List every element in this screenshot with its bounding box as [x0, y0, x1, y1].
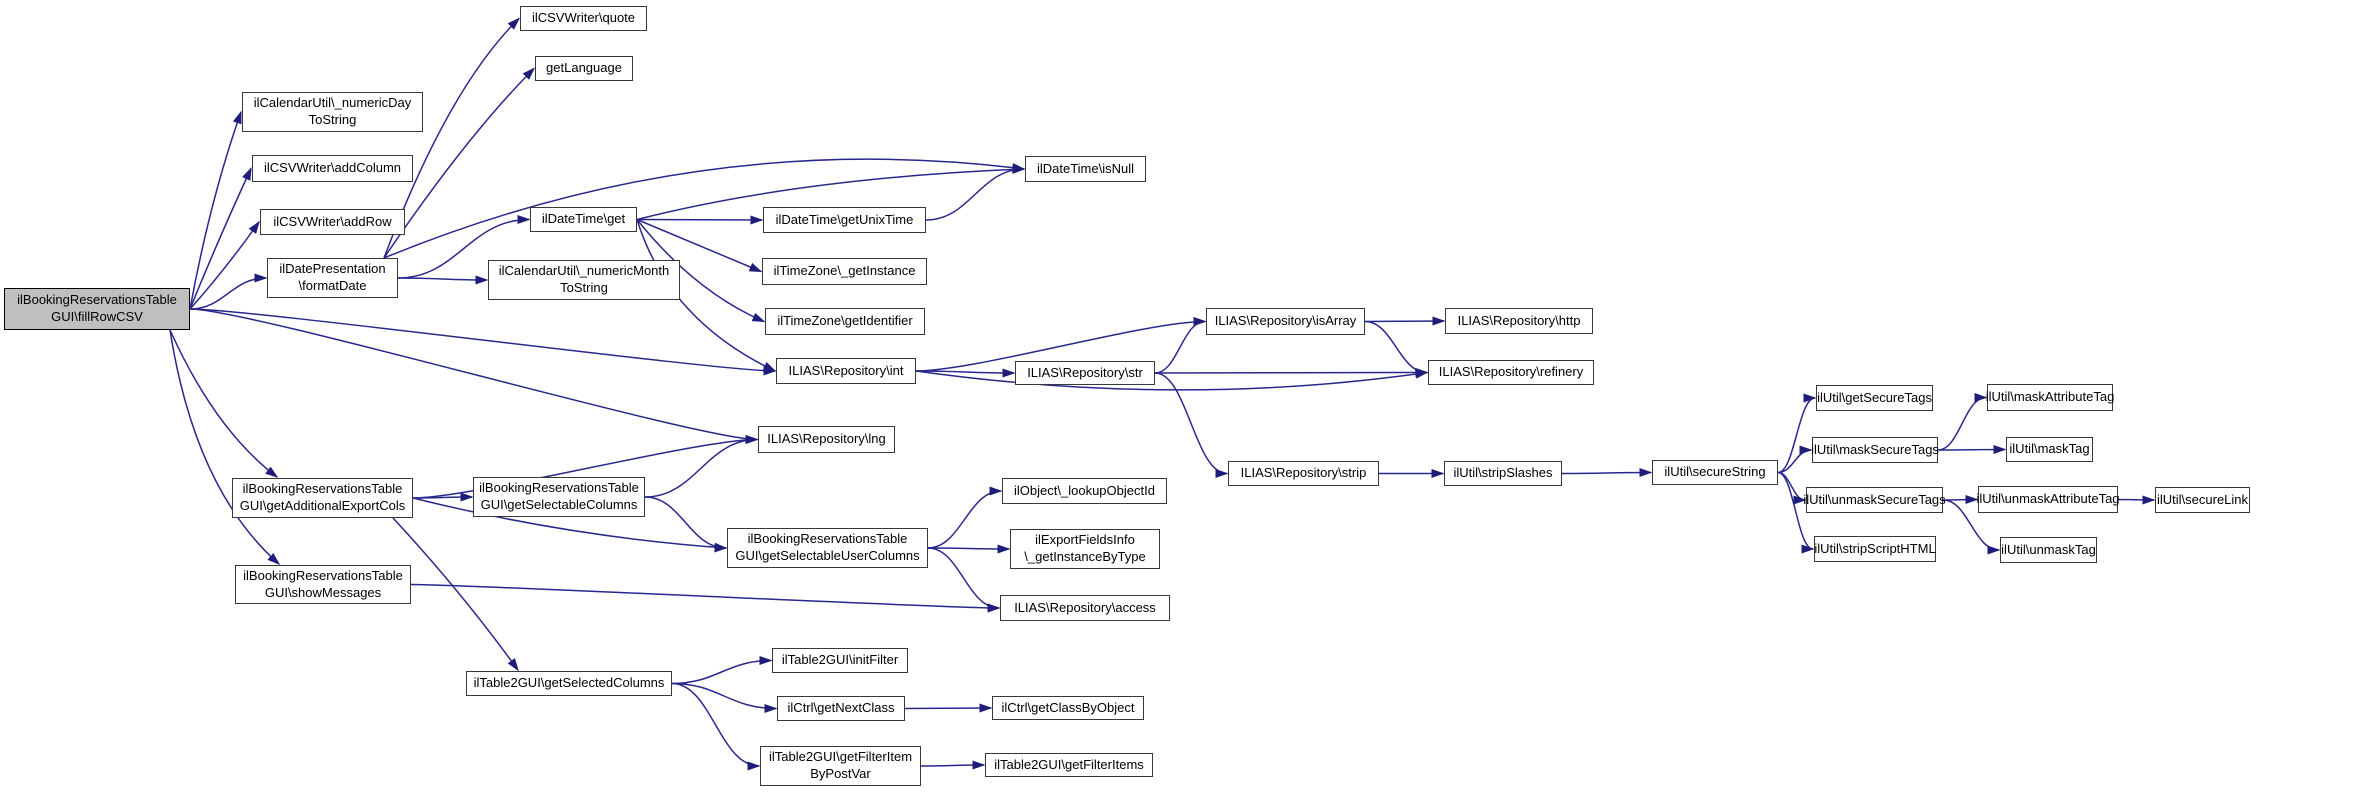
- node-initFilter[interactable]: ilTable2GUI\initFilter: [772, 648, 908, 673]
- node-refinery[interactable]: ILIAS\Repository\refinery: [1428, 360, 1594, 385]
- edge-getNextClass-to-getClassByObject: [904, 703, 993, 713]
- node-str[interactable]: ILIAS\Repository\str: [1015, 361, 1155, 385]
- edge-fillRowCSV-to-numericDayToString: [189, 110, 242, 310]
- edge-isArray-to-refinery: [1364, 320, 1429, 377]
- node-numericDayToString[interactable]: ilCalendarUtil\_numericDay ToString: [242, 92, 423, 132]
- node-getUnixTime[interactable]: ilDateTime\getUnixTime: [763, 207, 926, 233]
- node-int[interactable]: ILIAS\Repository\int: [776, 358, 916, 384]
- node-maskTag[interactable]: ilUtil\maskTag: [2006, 437, 2093, 462]
- edge-getAdditionalExportCols-to-lng: [412, 435, 759, 499]
- node-getFilterItems[interactable]: ilTable2GUI\getFilterItems: [985, 753, 1153, 777]
- edge-str-to-refinery: [1154, 368, 1429, 378]
- edge-int-to-isArray: [915, 317, 1207, 372]
- edge-stripSlashes-to-secureString: [1561, 468, 1653, 478]
- edge-unmaskSecureTags-to-unmaskAttributeTag: [1942, 495, 1979, 505]
- node-unmaskSecureTags[interactable]: ilUtil\unmaskSecureTags: [1803, 487, 1946, 513]
- node-addRow[interactable]: ilCSVWriter\addRow: [260, 209, 405, 235]
- edge-formatDate-to-isNull: [383, 158, 1026, 259]
- edge-unmaskSecureTags-to-unmaskTag: [1942, 499, 2001, 555]
- node-getIdentifier[interactable]: ilTimeZone\getIdentifier: [765, 308, 925, 335]
- node-get[interactable]: ilDateTime\get: [530, 207, 637, 232]
- node-secureString[interactable]: ilUtil\secureString: [1652, 460, 1778, 485]
- edge-unmaskAttributeTag-to-secureLink: [2117, 495, 2156, 505]
- edge-secureString-to-getSecureTags: [1777, 393, 1817, 474]
- edge-getSelectedColumns-to-getNextClass: [671, 682, 778, 713]
- edge-get-to-int: [636, 219, 777, 372]
- node-maskAttributeTag[interactable]: ilUtil\maskAttributeTag: [1986, 384, 2114, 411]
- node-unmaskTag[interactable]: ilUtil\unmaskTag: [2000, 537, 2097, 563]
- node-quote[interactable]: ilCSVWriter\quote: [520, 6, 647, 31]
- edge-isArray-to-http: [1364, 316, 1446, 326]
- node-isArray[interactable]: ILIAS\Repository\isArray: [1206, 308, 1365, 335]
- node-getClassByObject[interactable]: ilCtrl\getClassByObject: [992, 696, 1144, 720]
- edge-get-to-isNull: [636, 164, 1026, 221]
- edge-showMessages-to-access: [410, 583, 1001, 613]
- edge-fillRowCSV-to-showMessages: [169, 329, 281, 565]
- edge-getUnixTime-to-isNull: [925, 164, 1026, 221]
- edge-formatDate-to-get: [397, 215, 531, 279]
- node-getSelectableUserColumns[interactable]: ilBookingReservationsTable GUI\getSelect…: [727, 528, 928, 568]
- edge-fillRowCSV-to-addRow: [189, 220, 260, 310]
- edge-getSelectableColumns-to-lng: [644, 435, 759, 498]
- edge-fillRowCSV-to-int: [189, 308, 777, 376]
- node-lookupObjectId[interactable]: ilObject\_lookupObjectId: [1002, 478, 1167, 504]
- edge-get-to-getUnixTime: [636, 215, 764, 225]
- edge-getSelectedColumns-to-getFilterItemByPostVar: [671, 682, 761, 771]
- node-stripSlashes[interactable]: ilUtil\stripSlashes: [1444, 461, 1562, 486]
- edge-get-to-getInstance: [636, 218, 763, 273]
- node-getNextClass[interactable]: ilCtrl\getNextClass: [777, 696, 905, 721]
- edge-getAdditionalExportCols-to-getSelectableUserColumns: [412, 497, 728, 552]
- edge-fillRowCSV-to-addColumn: [189, 167, 252, 310]
- edge-secureString-to-stripScriptHTML: [1777, 471, 1815, 554]
- edge-secureString-to-maskSecureTags: [1777, 445, 1813, 474]
- node-getLanguage[interactable]: getLanguage: [535, 56, 633, 81]
- edge-int-to-refinery: [915, 369, 1429, 391]
- node-maskSecureTags[interactable]: ilUtil\maskSecureTags: [1811, 437, 1939, 463]
- edge-str-to-isArray: [1154, 317, 1207, 374]
- node-unmaskAttributeTag[interactable]: ilUtil\unmaskAttributeTag: [1976, 486, 2120, 513]
- node-getInstance[interactable]: ilTimeZone\_getInstance: [762, 258, 927, 285]
- node-stripScriptHTML[interactable]: ilUtil\stripScriptHTML: [1814, 536, 1936, 562]
- edge-formatDate-to-numericMonthToString: [397, 275, 489, 285]
- edge-getAdditionalExportCols-to-getSelectedColumns: [392, 517, 519, 672]
- edge-fillRowCSV-to-lng: [189, 308, 759, 444]
- edge-maskSecureTags-to-maskAttributeTag: [1937, 393, 1988, 451]
- edge-getSelectableUserColumns-to-getInstanceByType: [927, 544, 1011, 554]
- node-getSelectableColumns[interactable]: ilBookingReservationsTable GUI\getSelect…: [473, 477, 645, 517]
- node-lng[interactable]: ILIAS\Repository\lng: [758, 426, 895, 453]
- node-http[interactable]: ILIAS\Repository\http: [1445, 308, 1593, 334]
- edge-get-to-getIdentifier: [636, 219, 766, 323]
- edge-fillRowCSV-to-formatDate: [189, 273, 268, 310]
- node-getFilterItemByPostVar[interactable]: ilTable2GUI\getFilterItem ByPostVar: [760, 746, 921, 786]
- node-getInstanceByType[interactable]: ilExportFieldsInfo \_getInstanceByType: [1010, 529, 1160, 569]
- edge-getSelectedColumns-to-initFilter: [671, 656, 773, 685]
- edge-getSelectableUserColumns-to-lookupObjectId: [927, 486, 1003, 549]
- node-numericMonthToString[interactable]: ilCalendarUtil\_numericMonth ToString: [488, 260, 680, 300]
- edge-maskSecureTags-to-maskTag: [1937, 445, 2007, 455]
- node-showMessages[interactable]: ilBookingReservationsTable GUI\showMessa…: [235, 565, 411, 604]
- node-access[interactable]: ILIAS\Repository\access: [1000, 595, 1170, 621]
- node-getAdditionalExportCols[interactable]: ilBookingReservationsTable GUI\getAdditi…: [232, 478, 413, 518]
- node-addColumn[interactable]: ilCSVWriter\addColumn: [252, 155, 413, 182]
- node-getSecureTags[interactable]: ilUtil\getSecureTags: [1816, 385, 1933, 411]
- edge-getFilterItemByPostVar-to-getFilterItems: [920, 760, 986, 770]
- node-secureLink[interactable]: ilUtil\secureLink: [2155, 487, 2250, 513]
- node-isNull[interactable]: ilDateTime\isNull: [1025, 156, 1146, 182]
- node-formatDate[interactable]: ilDatePresentation \formatDate: [267, 258, 398, 298]
- edge-getSelectableUserColumns-to-access: [927, 547, 1001, 613]
- edge-fillRowCSV-to-getAdditionalExportCols: [169, 329, 279, 478]
- node-strip[interactable]: ILIAS\Repository\strip: [1228, 461, 1379, 486]
- node-fillRowCSV[interactable]: ilBookingReservationsTable GUI\fillRowCS…: [4, 288, 190, 330]
- node-getSelectedColumns[interactable]: ilTable2GUI\getSelectedColumns: [466, 671, 672, 696]
- edge-getSelectableColumns-to-getSelectableUserColumns: [644, 496, 728, 553]
- edge-str-to-strip: [1154, 372, 1229, 478]
